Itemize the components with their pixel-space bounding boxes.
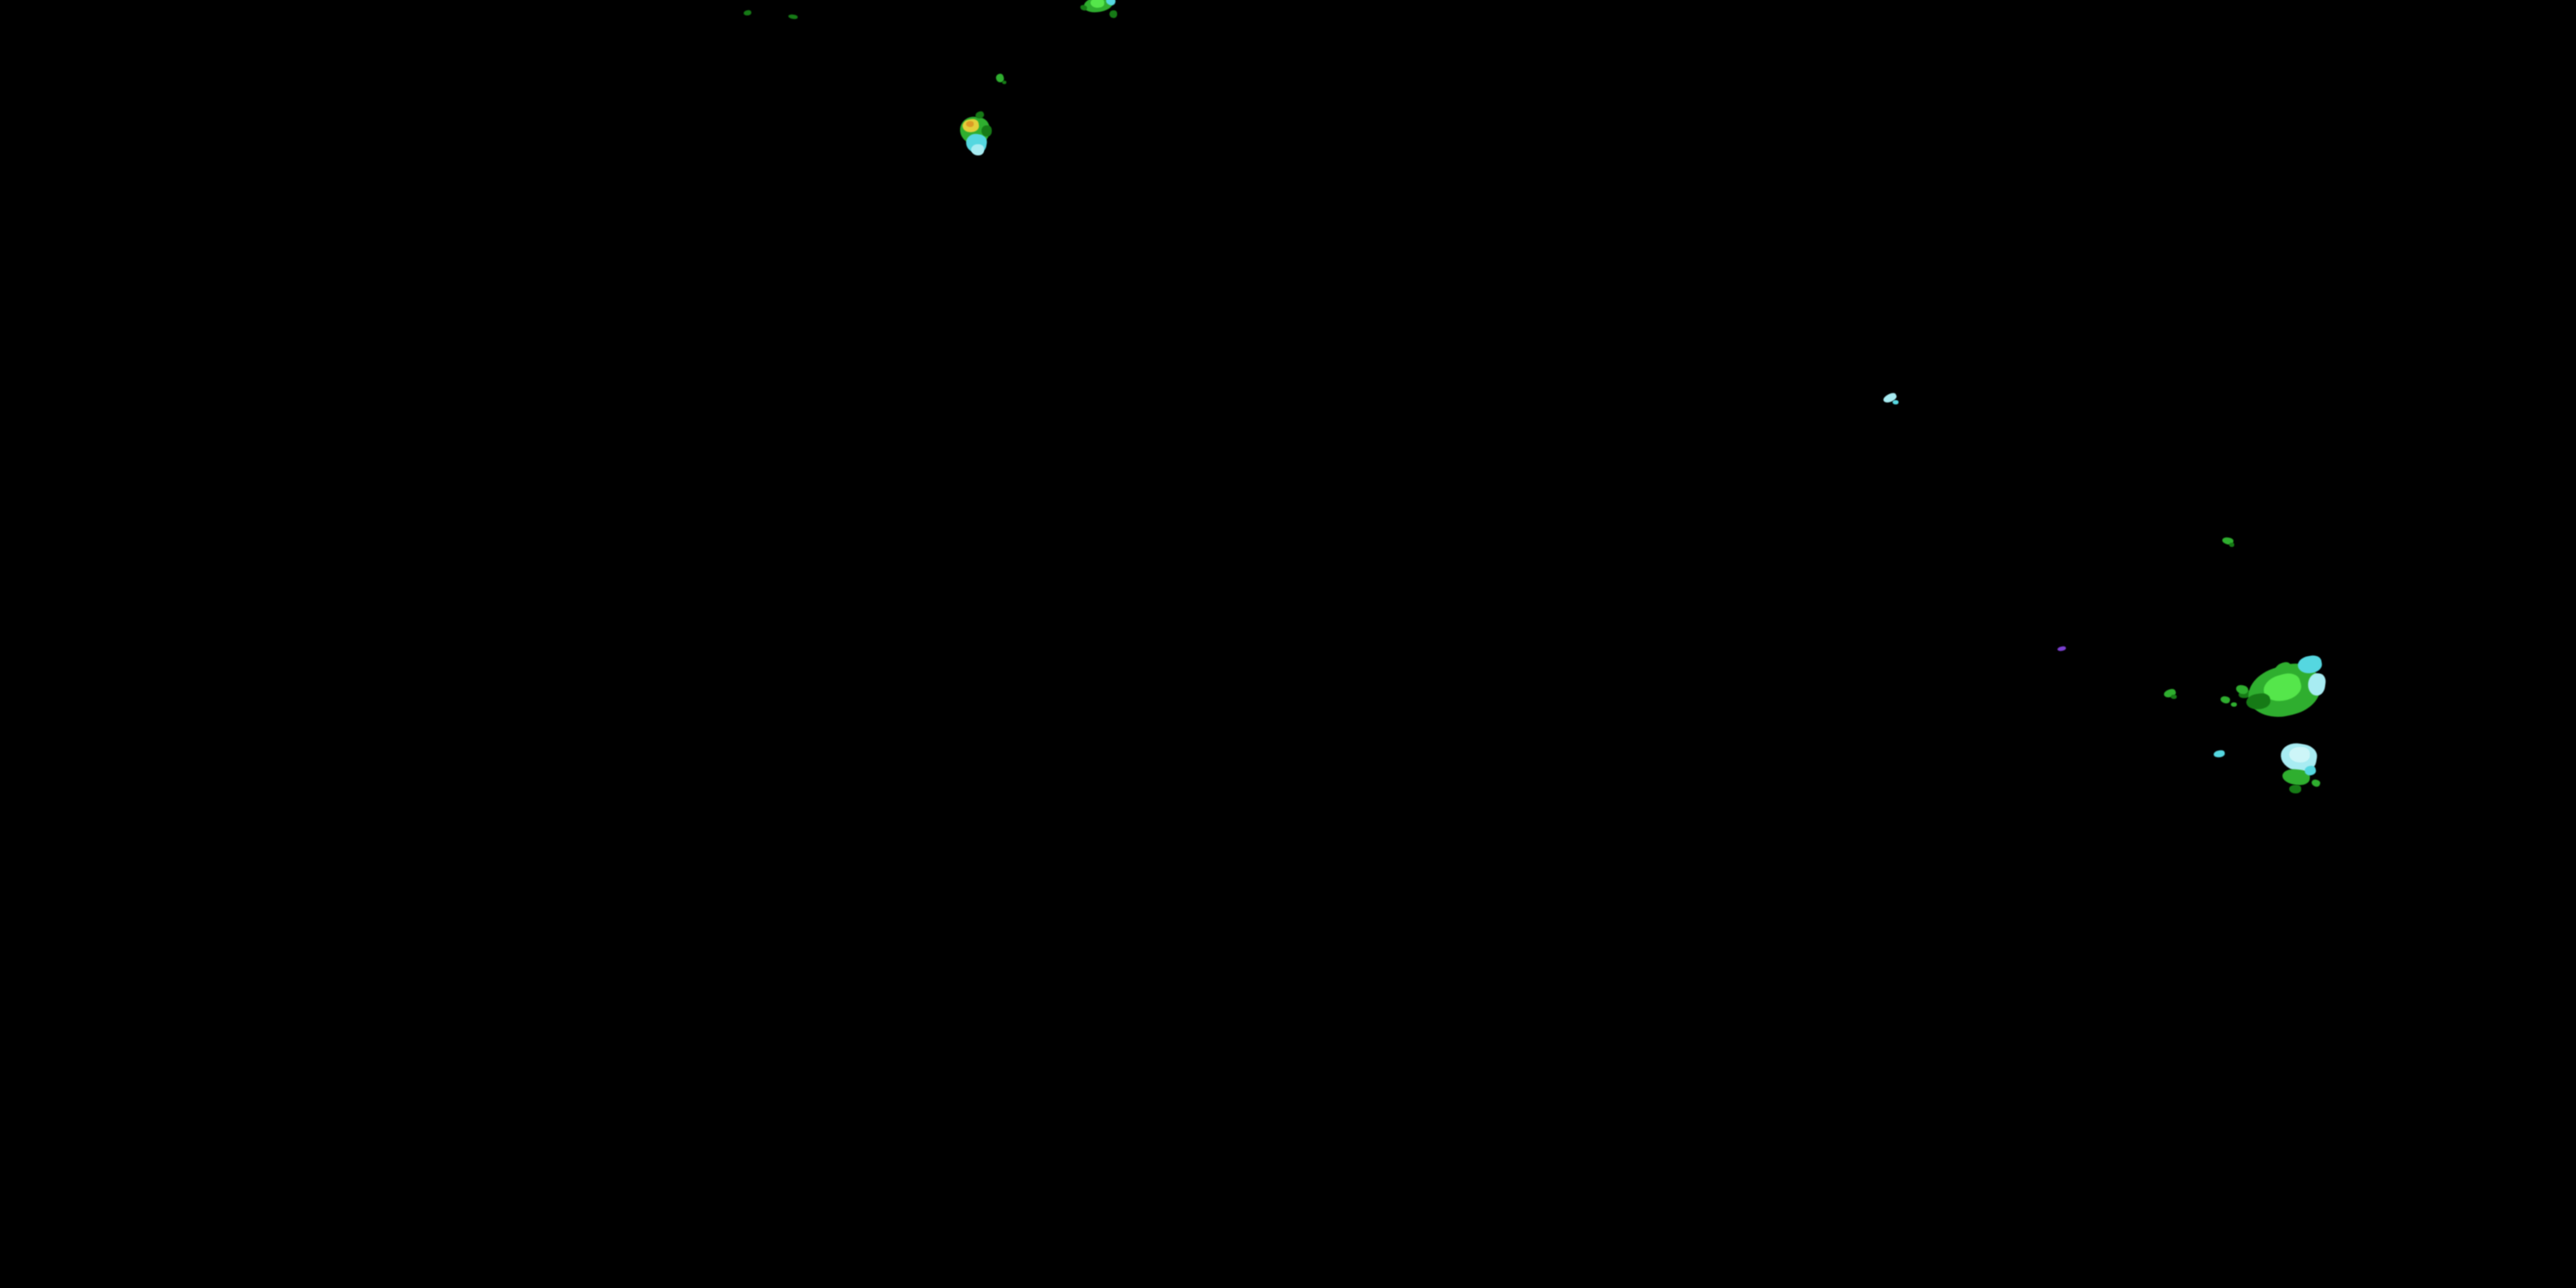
radar-echo-patch	[1002, 81, 1006, 84]
radar-echo-patch	[1893, 400, 1899, 404]
radar-echo-patch	[2057, 646, 2067, 652]
radar-echo-patch	[971, 144, 984, 155]
radar-echo-patch	[1091, 0, 1104, 8]
radar-echo-patch	[2311, 778, 2321, 788]
radar-echo-patch	[981, 125, 992, 137]
radar-echo-patch	[2171, 695, 2177, 699]
radar-echo-patch	[787, 14, 799, 20]
radar-echo-patch	[2229, 543, 2234, 547]
radar-echo-patch	[1109, 10, 1117, 18]
radar-echo-patch	[743, 9, 752, 16]
radar-echo-patch	[2231, 702, 2237, 707]
radar-echo-patch	[2289, 747, 2310, 762]
radar-echo-patch	[966, 121, 974, 127]
radar-echo-patch	[2220, 695, 2231, 705]
radar-echo-patch	[2289, 785, 2301, 793]
radar-echo-patch	[2213, 749, 2226, 759]
